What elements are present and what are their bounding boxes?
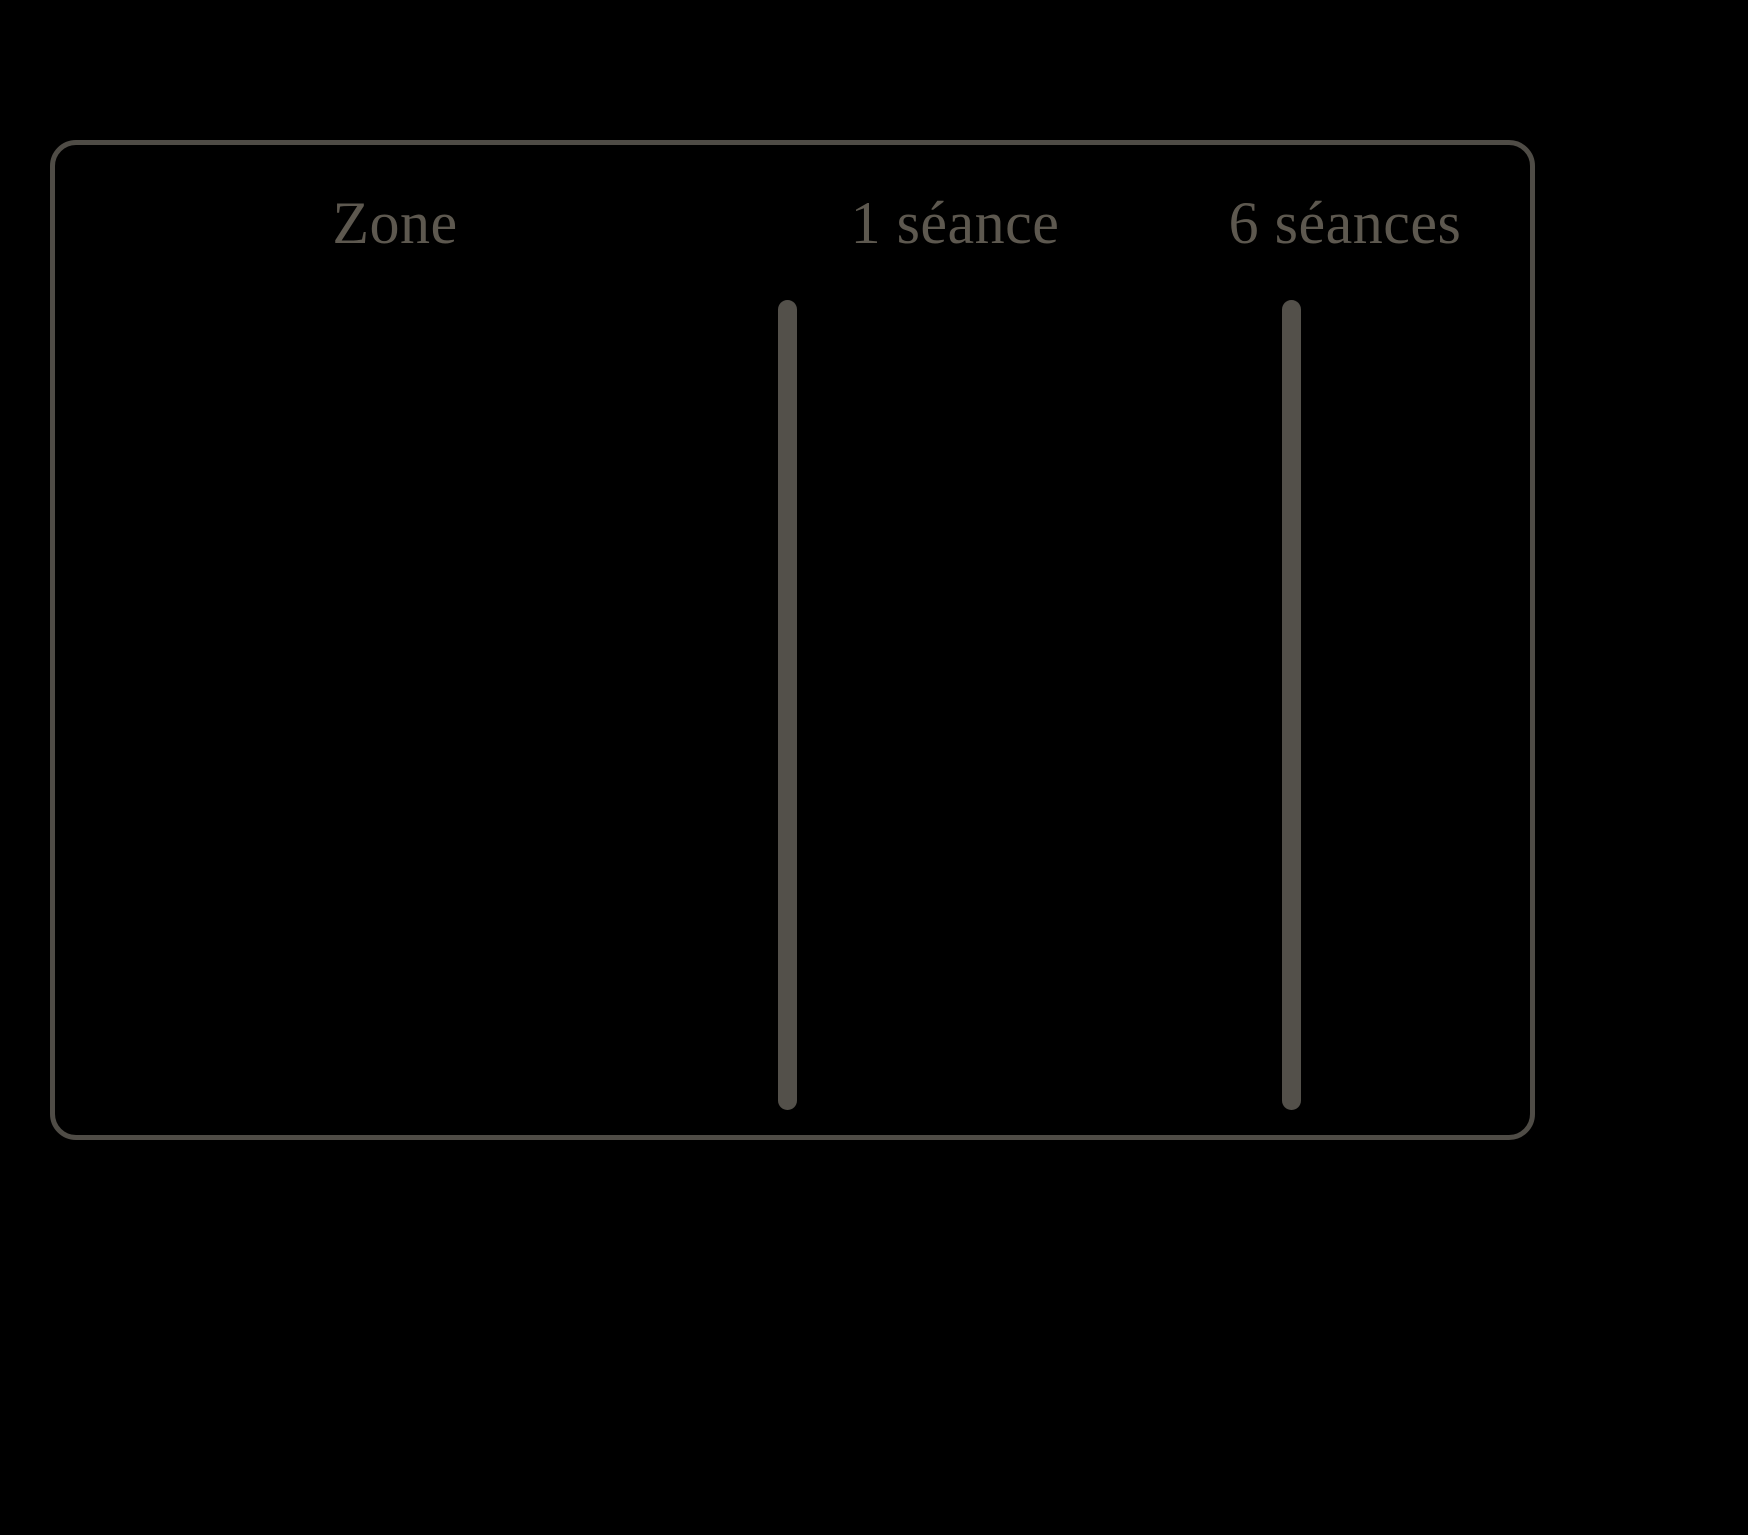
column-header-single-session: 1 séance (850, 190, 1060, 256)
pricing-table-card: Zone 1 séance 6 séances (50, 140, 1535, 1140)
pricing-table-header-row: Zone 1 séance 6 séances (55, 145, 1530, 295)
column-header-zone: Zone (332, 190, 458, 256)
column-divider-second (1282, 300, 1301, 1110)
column-divider-first (778, 300, 797, 1110)
column-header-six-sessions: 6 séances (1228, 190, 1462, 256)
